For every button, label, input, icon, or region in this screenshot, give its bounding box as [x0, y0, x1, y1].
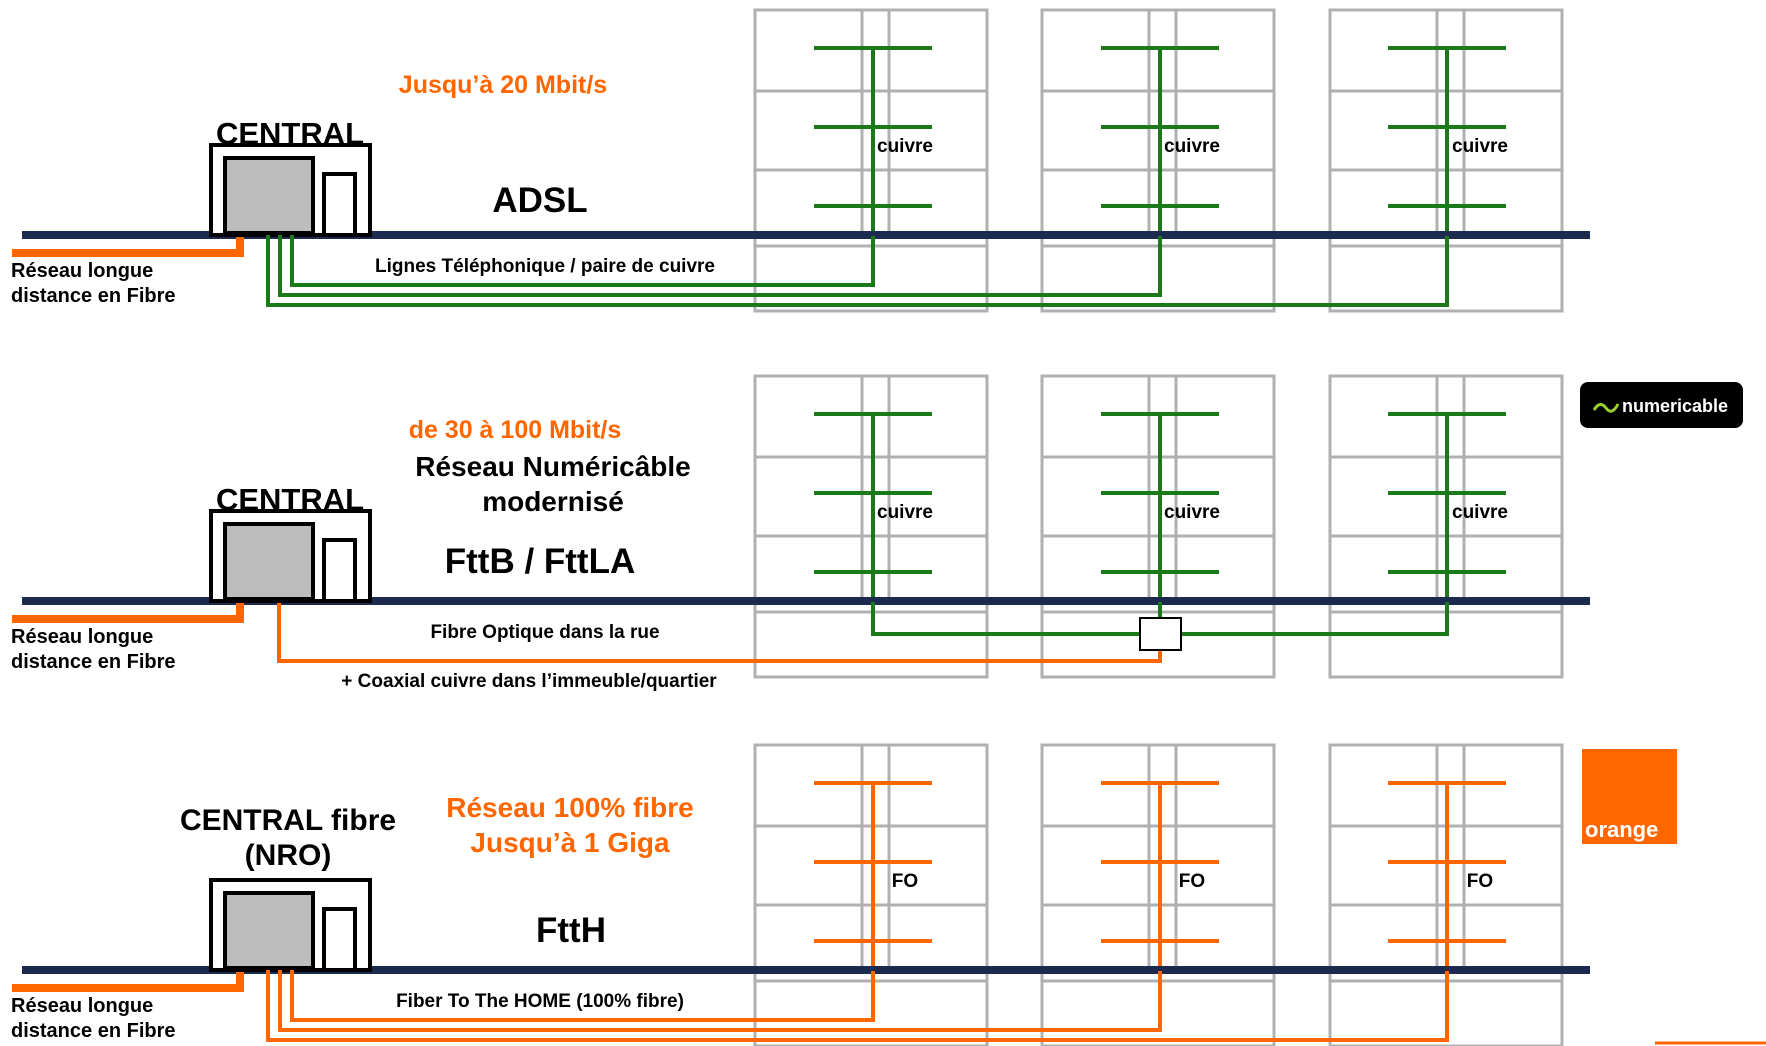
central-door	[322, 172, 357, 237]
network-label: Réseau 100% fibre	[446, 792, 693, 823]
central-label: CENTRAL fibre	[180, 804, 396, 837]
backbone-label: Réseau longue	[11, 626, 153, 648]
line-label: Fiber To The HOME (100% fibre)	[396, 991, 684, 1012]
building-media-label: cuivre	[1452, 502, 1508, 523]
backbone-label: distance en Fibre	[11, 1020, 176, 1042]
building-media-label: FO	[1179, 871, 1205, 892]
access-line	[290, 970, 875, 1022]
building-riser-shaft	[860, 743, 891, 973]
numericable-wordmark: numericable	[1622, 396, 1728, 416]
building-media-label: cuivre	[877, 502, 933, 523]
building-riser-shaft	[1435, 374, 1466, 604]
building-riser-shaft	[1147, 374, 1178, 604]
building-media-label: cuivre	[877, 136, 933, 157]
technology-label: FttB / FttLA	[445, 542, 635, 581]
orange-logo: orange	[1582, 749, 1677, 844]
building-media-label: FO	[892, 871, 918, 892]
building-media-label: FO	[1467, 871, 1493, 892]
line-label: Fibre Optique dans la rue	[430, 622, 659, 643]
street-road	[22, 597, 1590, 605]
building-riser-shaft	[860, 8, 891, 238]
central-equipment	[223, 522, 315, 601]
technology-label: FttH	[536, 911, 606, 950]
speed-label: de 30 à 100 Mbit/s	[409, 416, 622, 444]
street-road	[22, 966, 1590, 974]
network-label: Jusqu’à 1 Giga	[470, 827, 670, 858]
backbone-label: Réseau longue	[11, 260, 153, 282]
backbone-fiber	[12, 967, 244, 992]
access-line	[266, 970, 1449, 1042]
central-equipment	[223, 156, 315, 235]
central-door	[322, 538, 357, 603]
building: cuivre	[1328, 8, 1564, 313]
central-label: CENTRAL	[216, 116, 364, 151]
backbone-label: Réseau longue	[11, 995, 153, 1017]
building-riser-shaft	[1435, 743, 1466, 973]
speed-label: Jusqu’à 20 Mbit/s	[399, 71, 607, 99]
building-riser-shaft	[1147, 8, 1178, 238]
building-media-label: cuivre	[1164, 136, 1220, 157]
building-riser-shaft	[1147, 743, 1178, 973]
numericable-logo: numericable	[1580, 382, 1743, 428]
street-road	[22, 231, 1590, 239]
numericable-logo-bg	[1580, 382, 1743, 428]
technology-label: ADSL	[492, 181, 587, 220]
building-riser-shaft	[860, 374, 891, 604]
panel-adsl: cuivre cuivre cuivre CENTRAL Réseau longue di…	[11, 8, 1590, 313]
panel-ftth: FO FO FO CENTRAL fibre(NRO) Réseau longue dis…	[11, 743, 1590, 1046]
building: cuivre	[1328, 374, 1564, 679]
orange-logo-bg	[1582, 749, 1677, 844]
building-media-label: cuivre	[1452, 136, 1508, 157]
building: FO	[1040, 743, 1276, 1046]
building: cuivre	[753, 374, 989, 679]
access-line	[266, 235, 1449, 307]
building-media-label: cuivre	[1164, 502, 1220, 523]
line-label-secondary: + Coaxial cuivre dans l’immeuble/quartie…	[341, 671, 717, 692]
backbone-fiber	[12, 598, 244, 623]
building-riser-shaft	[1435, 8, 1466, 238]
panel-fttb: cuivre cuivre cuivre CENTRAL Réseau longue di…	[11, 374, 1590, 692]
access-line	[278, 970, 1162, 1032]
access-line	[290, 235, 875, 287]
central-door	[322, 907, 357, 972]
backbone-label: distance en Fibre	[11, 651, 176, 673]
backbone-label: distance en Fibre	[11, 285, 176, 307]
network-label: modernisé	[482, 486, 624, 517]
street-cabinet	[1139, 617, 1182, 651]
access-line	[278, 235, 1162, 297]
street-fiber	[277, 603, 1162, 663]
central-label: (NRO)	[245, 839, 332, 872]
central-equipment	[223, 891, 315, 970]
line-label: Lignes Téléphonique / paire de cuivre	[375, 256, 715, 277]
numericable-wave-icon	[1592, 403, 1620, 413]
central-label: CENTRAL	[216, 482, 364, 517]
building: cuivre	[1040, 8, 1276, 313]
orange-wordmark: orange	[1585, 817, 1658, 842]
network-label: Réseau Numéricâble	[415, 451, 690, 482]
backbone-fiber	[12, 232, 244, 257]
